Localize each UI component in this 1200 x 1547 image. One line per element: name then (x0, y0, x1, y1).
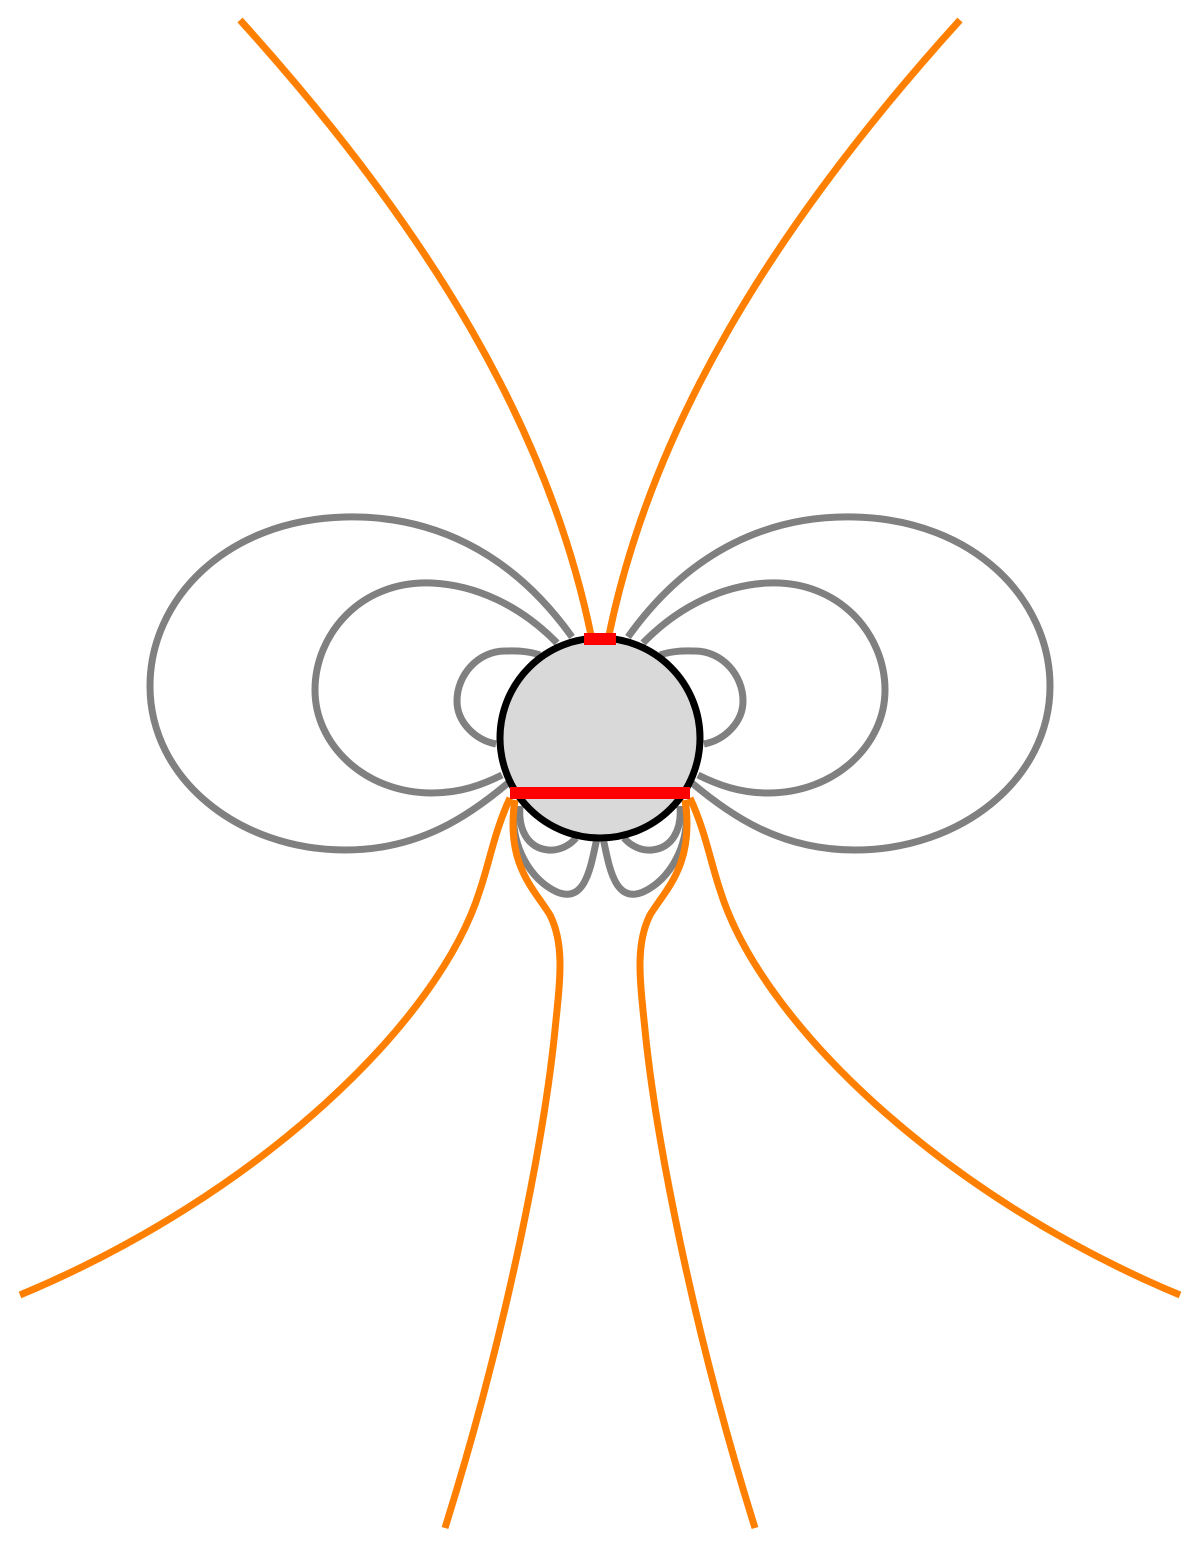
open-line-top-right (604, 17, 963, 641)
closed-loop-left-middle (311, 579, 560, 797)
open-line-bottom-left-inner (441, 799, 564, 1530)
closed-loop-bottom-right-inner (621, 805, 684, 854)
closed-loop-right-inner (658, 647, 747, 748)
open-field-lines (18, 17, 1182, 1530)
closed-field-lines (146, 513, 1054, 898)
highlighted-regions (510, 633, 690, 799)
central-body (496, 634, 704, 842)
closed-loop-left-inner (453, 647, 542, 748)
open-line-top-left (237, 17, 596, 641)
open-line-bottom-right-outer (686, 796, 1182, 1299)
closed-loop-right-outer (625, 513, 1054, 854)
closed-loop-right-middle (640, 579, 889, 797)
closed-loop-bottom-left-inner (516, 805, 579, 854)
closed-loop-left-outer (146, 513, 575, 854)
open-line-bottom-left-outer (18, 796, 514, 1299)
open-line-bottom-right-inner (636, 799, 759, 1530)
